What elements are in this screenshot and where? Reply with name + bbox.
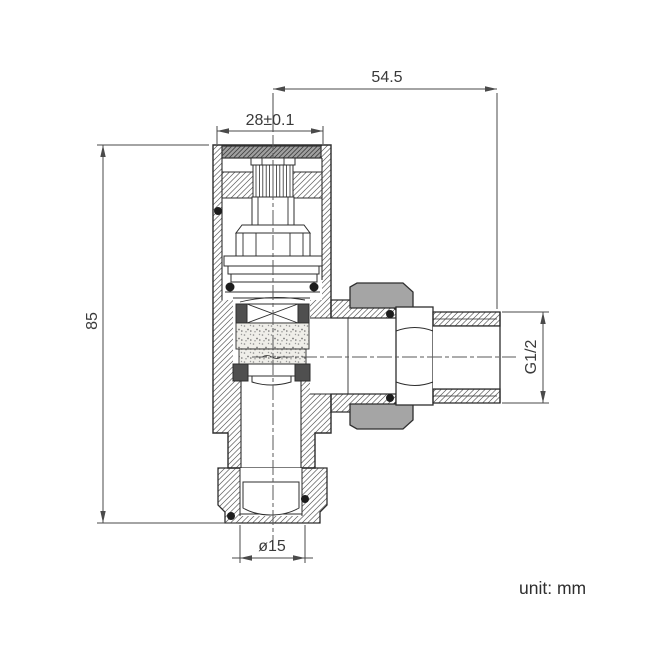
bonnet-shoulder-left xyxy=(221,171,254,199)
dimension-inlet-diameter-label: ø15 xyxy=(258,538,286,555)
stem-collar xyxy=(247,363,296,377)
dimension-offset-width: 54.5 xyxy=(272,69,498,309)
centerlines xyxy=(252,135,516,540)
body-seal-dot xyxy=(214,207,222,215)
valve-cap xyxy=(221,145,322,159)
gland-oring-right xyxy=(309,282,319,292)
seat-seal-right xyxy=(294,363,311,382)
dimension-offset-width-label: 54.5 xyxy=(371,69,402,86)
valve-cartridge xyxy=(232,296,311,386)
olive-seal-right xyxy=(301,495,309,503)
union-seal-bottom xyxy=(386,394,394,402)
seat-seal-left xyxy=(232,363,249,382)
unit-note: unit: mm xyxy=(519,578,586,598)
dimension-body-width: 28±0.1 xyxy=(216,112,324,144)
union-nut-top xyxy=(349,282,414,309)
fitting-hex xyxy=(395,306,434,406)
dimension-outlet-thread: G1/2 xyxy=(502,311,549,404)
olive-seal-left xyxy=(227,512,235,520)
union-seal-top xyxy=(386,310,394,318)
union-nut-bottom xyxy=(349,403,414,430)
pipe-olive xyxy=(242,481,300,516)
gland-flange-3 xyxy=(230,273,318,283)
seal-block-right xyxy=(297,303,310,324)
bonnet-shoulder-right xyxy=(292,171,323,199)
inlet-channel xyxy=(241,378,301,470)
dimension-overall-height-label: 85 xyxy=(84,312,101,330)
dimension-inlet-diameter: ø15 xyxy=(232,525,313,563)
stem-tip xyxy=(251,375,292,386)
dimension-body-width-label: 28±0.1 xyxy=(246,112,295,129)
dimension-outlet-thread-label: G1/2 xyxy=(523,340,540,375)
outlet-passage xyxy=(310,318,396,394)
dimension-overall-height: 85 xyxy=(84,144,238,524)
seal-block-left xyxy=(235,303,248,324)
gland-oring-left xyxy=(225,282,235,292)
